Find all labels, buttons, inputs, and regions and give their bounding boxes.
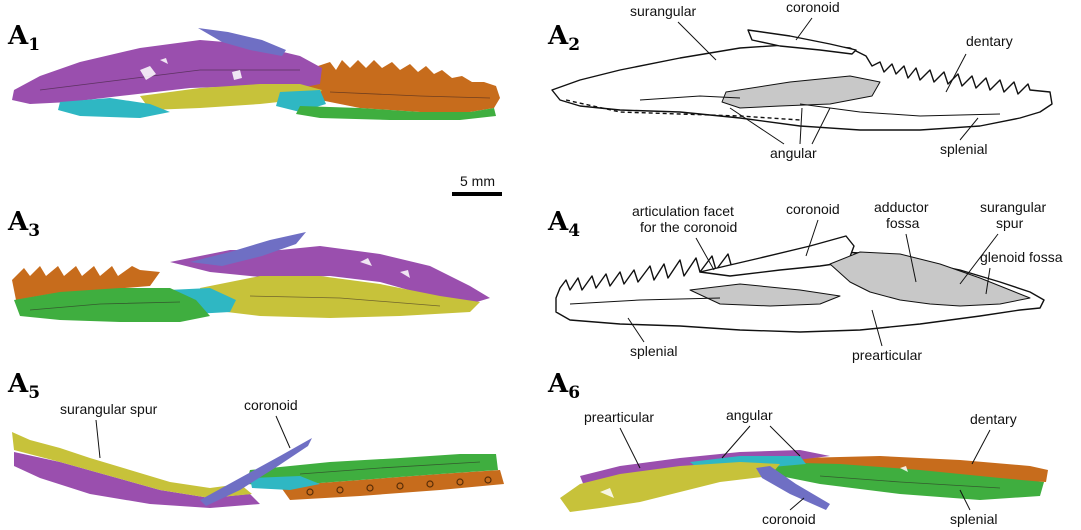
a4-lower-gray — [689, 283, 841, 307]
a1-coronoid — [198, 28, 286, 56]
a4-label-glenoid: glenoid fossa — [980, 249, 1063, 265]
a2-label-splenial: splenial — [940, 141, 987, 157]
a1-angular — [58, 90, 326, 118]
a2-label-angular: angular — [770, 145, 817, 161]
a4-coronoid — [699, 235, 855, 277]
scale-bar-line — [452, 192, 502, 196]
a6-label-dentary: dentary — [970, 411, 1017, 427]
a4-label-prearticular: prearticular — [852, 347, 922, 363]
a2-gray-area — [721, 75, 881, 109]
a1-prearticular — [140, 84, 322, 110]
a6-coronoid — [756, 466, 830, 510]
a4-label-surangular-2: spur — [996, 215, 1024, 231]
a6-label-coronoid: coronoid — [762, 511, 816, 527]
a4-label-surangular-1: surangular — [980, 199, 1046, 215]
a4-label-splenial: splenial — [630, 343, 677, 359]
a4-label-adductor-2: fossa — [886, 215, 920, 231]
a6-dentary — [800, 456, 1048, 482]
panel-a6-render: prearticular angular dentary coronoid sp… — [560, 407, 1048, 527]
a5-splenial — [246, 454, 498, 486]
a3-splenial — [14, 288, 210, 322]
a6-prearticular — [560, 462, 780, 512]
a5-surangular — [14, 452, 260, 508]
a4-label-adductor-1: adductor — [874, 199, 929, 215]
scale-bar-label: 5 mm — [460, 173, 495, 189]
panel-a2-drawing: surangular coronoid dentary angular sple… — [551, 0, 1053, 161]
a4-label-articulation-2: for the coronoid — [640, 219, 737, 235]
a5-angular — [250, 476, 320, 490]
panel-label-a5: A5 — [7, 369, 40, 403]
panel-a3-render — [12, 232, 490, 322]
a5-dentary — [280, 470, 504, 500]
panel-label-a4: A4 — [547, 207, 580, 241]
a3-prearticular — [200, 276, 480, 318]
a5-coronoid — [200, 438, 312, 506]
panel-a5-render: surangular spur coronoid — [12, 397, 504, 508]
a2-coronoid — [747, 29, 857, 55]
a3-dentary — [12, 266, 160, 300]
scale-bar: 5 mm — [452, 173, 502, 196]
a2-label-coronoid: coronoid — [786, 0, 840, 15]
a5-label-surangular-spur: surangular spur — [60, 401, 158, 417]
a5-label-coronoid: coronoid — [244, 397, 298, 413]
a6-label-splenial: splenial — [950, 511, 997, 527]
a1-splenial — [296, 106, 496, 120]
a6-label-prearticular: prearticular — [584, 409, 654, 425]
a2-label-surangular: surangular — [630, 3, 696, 19]
panel-a4-drawing: articulation facet for the coronoid coro… — [555, 199, 1063, 363]
a6-label-angular: angular — [726, 407, 773, 423]
a5-alveoli — [306, 476, 492, 496]
a2-label-dentary: dentary — [966, 33, 1013, 49]
a1-dentary — [300, 60, 500, 112]
a4-adductor-fossa — [829, 251, 1031, 307]
a4-label-coronoid: coronoid — [786, 201, 840, 217]
panel-label-a1: A1 — [7, 21, 40, 55]
a4-label-articulation-1: articulation facet — [632, 203, 734, 219]
panel-label-a6: A6 — [547, 369, 580, 403]
panel-label-a3: A3 — [7, 207, 40, 241]
a3-coronoid — [190, 232, 306, 266]
a1-surangular — [12, 40, 322, 104]
a3-surangular — [170, 246, 490, 304]
panel-a1-render — [12, 28, 500, 120]
panel-label-a2: A2 — [547, 21, 580, 55]
a6-splenial — [760, 462, 1044, 500]
